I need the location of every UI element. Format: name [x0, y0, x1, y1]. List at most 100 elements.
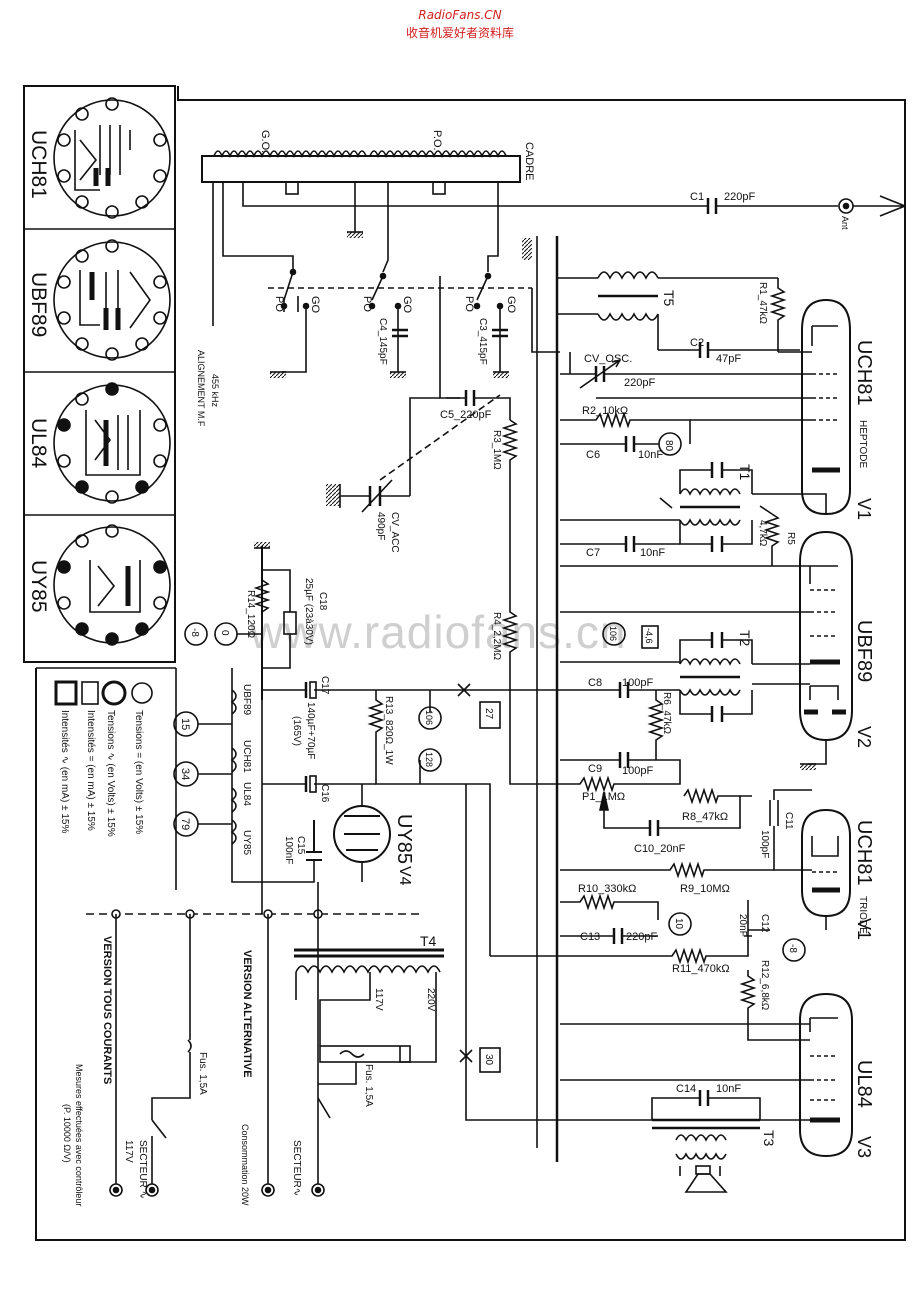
- r14-label: R14_120Ω: [245, 590, 256, 639]
- r3-label: R3_1MΩ: [491, 430, 502, 470]
- site-subtitle: 收音机爱好者资料库: [405, 26, 514, 40]
- v2-name: UBF89: [853, 620, 875, 682]
- v2-label: V2: [854, 726, 874, 748]
- c6-value: 10nF: [638, 449, 663, 461]
- c12-value: 20nF: [737, 914, 748, 937]
- r11-label: R11_470kΩ: [672, 963, 730, 975]
- version-tous-courants: VERSION TOUS COURANTS: [101, 936, 113, 1084]
- c4-label: C4_145pF: [377, 318, 388, 365]
- r10-label: R10_330kΩ: [578, 883, 636, 895]
- c5-label: C5_220pF: [440, 409, 492, 421]
- v1-triode-label: V1: [854, 918, 874, 940]
- c9-value: 100pF: [622, 765, 653, 777]
- c8-value: 100pF: [622, 677, 653, 689]
- c2-label: C2: [690, 337, 704, 349]
- cv-osc-value: 220pF: [624, 377, 655, 389]
- pinout-ubf89: [53, 239, 171, 361]
- t4-label: T4: [420, 933, 437, 949]
- v1-heptode-sub: HEPTODE: [857, 420, 868, 468]
- fuse-tc-label: Fus. 1,5A: [197, 1052, 208, 1095]
- t4-tap-117v: 117V: [373, 988, 384, 1011]
- point-0: 0: [219, 630, 230, 636]
- panel-label-uch81: UCH81: [27, 130, 50, 199]
- c11-value: 100pF: [759, 830, 770, 858]
- pinout-uy85: [53, 524, 171, 646]
- c6-label: C6: [586, 449, 600, 461]
- secteur-alt: SECTEUR∿: [291, 1140, 302, 1196]
- switch3-go: GO: [505, 296, 517, 314]
- p1-label: P1_1MΩ: [582, 791, 625, 803]
- po-label: P.O.: [431, 130, 443, 151]
- r2-label: R2_10kΩ: [582, 405, 628, 417]
- secteur-tc: SECTEUR ∿: [137, 1140, 148, 1199]
- c13-value: 220pF: [626, 931, 657, 943]
- switch1-po: PO: [273, 296, 285, 312]
- c9-label: C9: [588, 763, 602, 775]
- v1-triode-name: UCH81: [853, 820, 875, 886]
- legend-line-2: Tensions ∿ (en Volts) ± 15%: [105, 710, 116, 837]
- c2-value: 47pF: [716, 353, 741, 365]
- t5-label: T5: [661, 290, 677, 307]
- t4-tap-220v: 220V: [425, 988, 436, 1012]
- panel-label-ul84: UL84: [27, 418, 50, 469]
- mesures-label: Mesures effectuées avec contrôleur: [74, 1064, 84, 1206]
- r4-label: R4_2,2MΩ: [491, 612, 502, 661]
- t3-label: T3: [761, 1130, 777, 1147]
- point-10: 10: [673, 918, 684, 930]
- switch2-go: GO: [401, 296, 413, 314]
- r12-label: R12_6,8kΩ: [759, 960, 770, 1011]
- c1-label: C1: [690, 191, 704, 203]
- c14-label: C14: [676, 1083, 696, 1095]
- r5-value: 4,7kΩ: [757, 520, 768, 547]
- c16-label: C16: [319, 784, 330, 803]
- ant-label: Ant: [840, 216, 850, 230]
- legend-line-3: Intensités = (en mA) ± 15%: [85, 710, 96, 831]
- heater-34: 34: [179, 768, 191, 780]
- t2-label: T2: [737, 630, 753, 647]
- v1-triode-sub: TRIODE: [857, 896, 868, 934]
- alignment-freq: 455 kHz: [210, 374, 220, 408]
- c17-voltage: (165V): [291, 716, 302, 746]
- point-minus-8b: -8: [787, 944, 798, 953]
- heater-15: 15: [179, 718, 191, 730]
- v3-label: V3: [854, 1136, 874, 1158]
- fuse-alt-label: Fus. 1,5A: [363, 1064, 374, 1107]
- heater-ul84: UL84: [241, 782, 252, 806]
- heater-ubf89: UBF89: [241, 684, 252, 716]
- c8-label: C8: [588, 677, 602, 689]
- c10-label: C10_20nF: [634, 843, 686, 855]
- point-80: 80: [663, 440, 674, 452]
- c15-label: C15: [295, 836, 306, 855]
- point-30: 30: [483, 1054, 494, 1066]
- c18-label: C18: [317, 592, 328, 611]
- panel-label-ubf89: UBF89: [27, 272, 50, 337]
- v1-heptode-name: UCH81: [853, 340, 875, 406]
- r8-label: R8_47kΩ: [682, 811, 728, 823]
- t1-label: T1: [737, 464, 753, 481]
- c15-value: 100nF: [283, 836, 294, 864]
- r13-label: R13_820Ω_1W: [383, 696, 394, 765]
- cv-osc-label: CV_OSC.: [584, 353, 632, 365]
- consommation-label: Consommation 20W: [240, 1124, 250, 1206]
- watermark-text: www.radiofans.cn: [250, 606, 627, 658]
- heater-79: 79: [179, 818, 191, 830]
- point-128: 128: [424, 752, 434, 767]
- panel-label-uy85: UY85: [27, 560, 50, 613]
- heater-uch81: UCH81: [241, 740, 252, 773]
- cadre-label: CADRE: [523, 142, 535, 181]
- point-106b: 106: [424, 710, 434, 725]
- alignment-label: ALIGNEMENT M.F: [196, 350, 206, 427]
- v4-label: V4: [396, 866, 413, 886]
- site-title: RadioFans.CN: [418, 8, 502, 22]
- switch2-po: PO: [361, 296, 373, 312]
- v3-name: UL84: [853, 1060, 875, 1108]
- pinout-ul84: [53, 382, 171, 504]
- pinout-uch81: [53, 97, 171, 219]
- c7-value: 10nF: [640, 547, 665, 559]
- c11-label: C11: [783, 812, 794, 830]
- c18-value: 25µF (23à30V): [303, 578, 314, 645]
- r6-label: R6_47kΩ: [661, 692, 672, 734]
- point-106a: 106: [608, 626, 618, 641]
- c1-value: 220pF: [724, 191, 755, 203]
